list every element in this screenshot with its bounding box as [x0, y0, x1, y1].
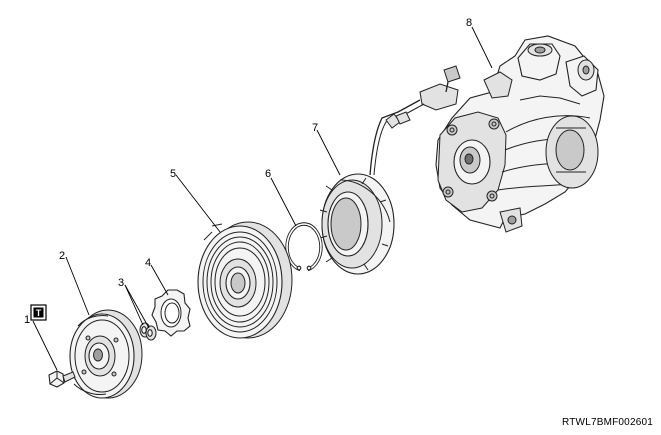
callout-2: 2 — [59, 250, 65, 262]
center-bolt — [48, 370, 76, 388]
snap-ring — [285, 222, 323, 272]
callout-8: 8 — [466, 17, 472, 29]
shim-ring — [151, 289, 191, 337]
callout-5: 5 — [170, 168, 176, 180]
compressor-body — [419, 35, 605, 233]
pressure-plate — [69, 309, 143, 399]
pulley — [197, 221, 293, 339]
torque-symbol: T — [30, 304, 47, 321]
document-code: RTWL7BMF002601 — [562, 417, 653, 428]
callout-6: 6 — [265, 168, 271, 180]
callout-7: 7 — [312, 122, 318, 134]
field-coil — [319, 173, 395, 275]
torque-symbol-letter: T — [36, 308, 42, 318]
callout-1: 1 — [24, 314, 30, 326]
callout-4: 4 — [145, 257, 151, 269]
coil-wire-harness — [369, 99, 425, 176]
leader-lines — [32, 26, 493, 371]
adjusting-shims — [139, 322, 157, 341]
callout-3: 3 — [118, 277, 124, 289]
